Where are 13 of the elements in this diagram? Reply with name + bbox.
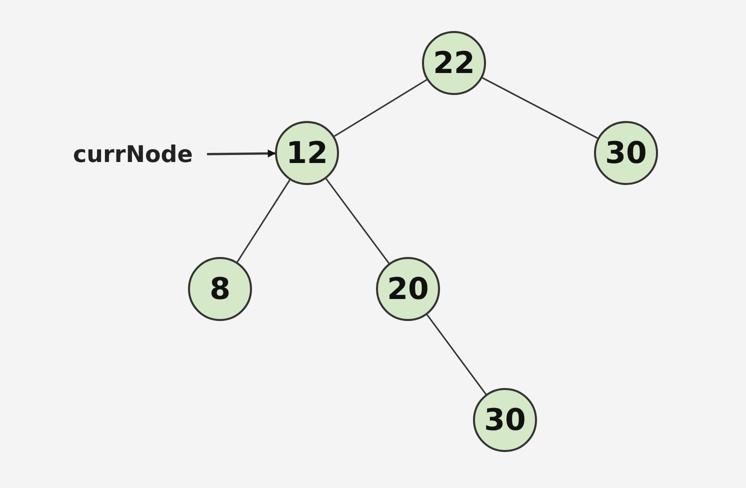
pointer-arrow — [206, 149, 276, 158]
node-value: 20 — [387, 272, 429, 306]
node-value: 30 — [605, 136, 647, 170]
node-value: 22 — [433, 46, 475, 80]
tree-edge — [325, 178, 390, 264]
tree-edge — [236, 180, 290, 262]
tree-edge — [482, 77, 598, 139]
pointer-label: currNode — [73, 142, 193, 168]
node-value: 8 — [210, 272, 230, 306]
node-value: 30 — [484, 402, 526, 438]
tree-edge — [334, 79, 428, 137]
node-value: 12 — [286, 136, 328, 170]
tree-edge — [426, 314, 487, 395]
